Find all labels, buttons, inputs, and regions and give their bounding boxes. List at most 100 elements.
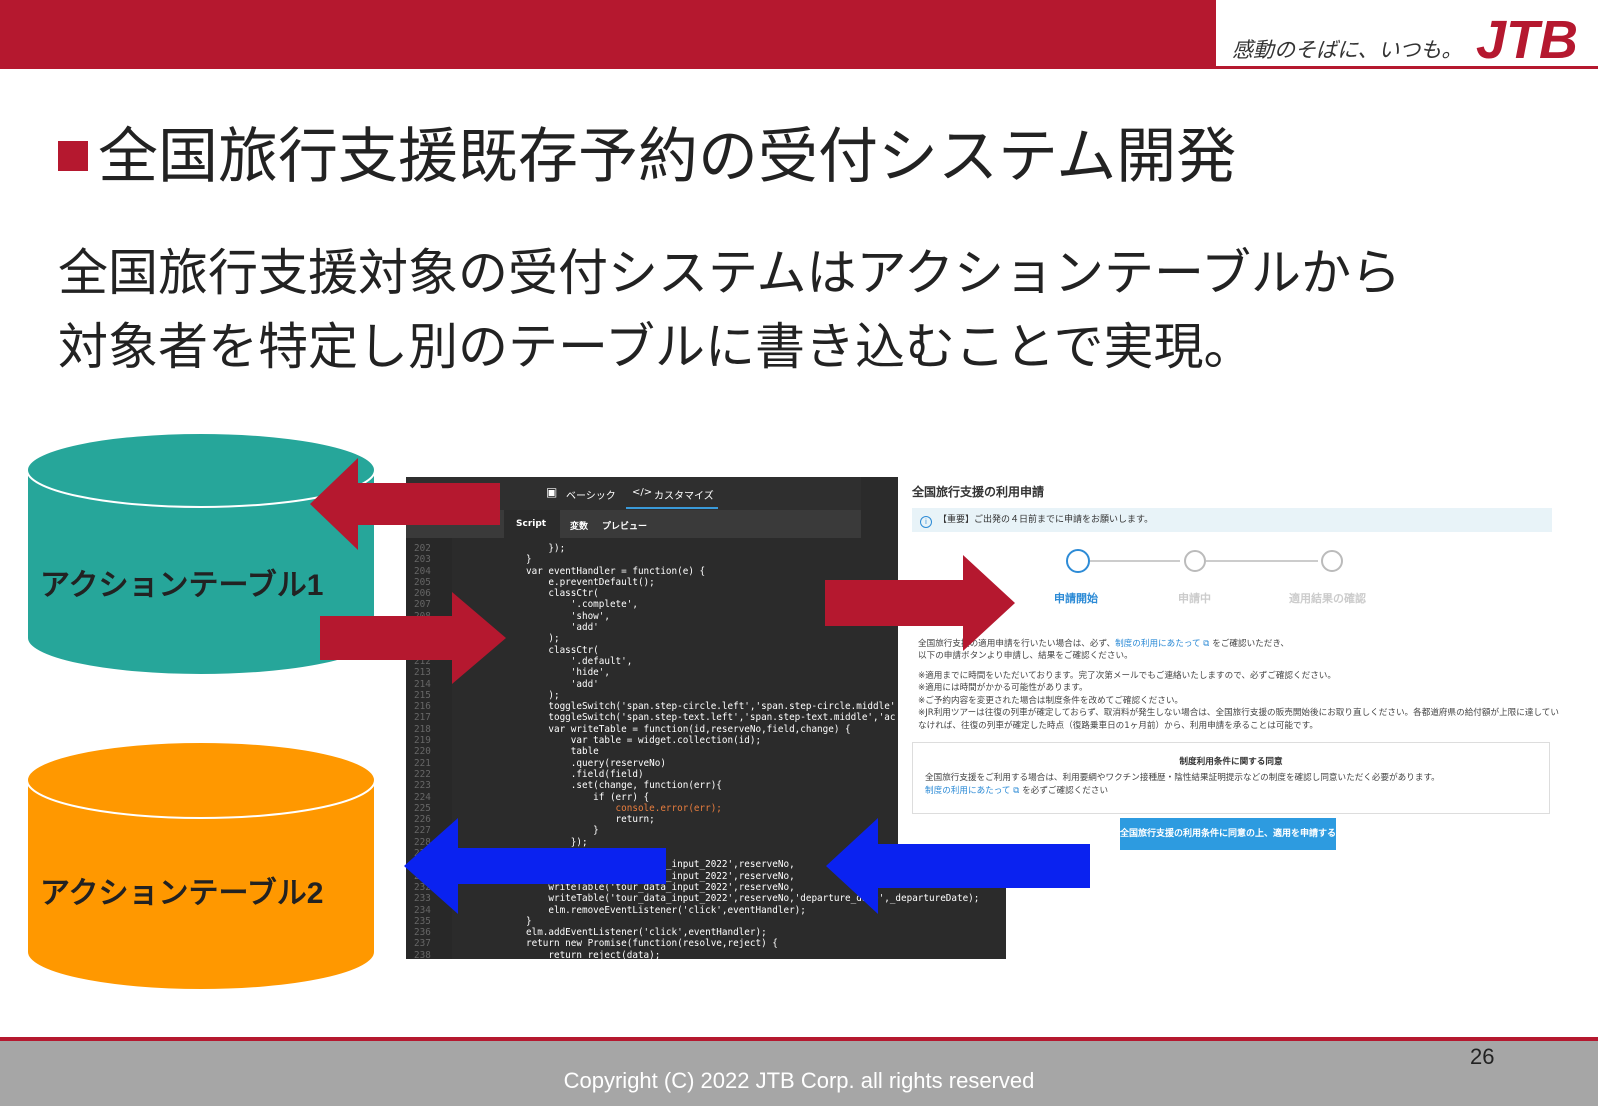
apply-button[interactable]: 全国旅行支援の利用条件に同意の上、適用を申請する	[1120, 818, 1336, 850]
footer-bar	[0, 1041, 1598, 1106]
line-number: 218	[414, 723, 431, 735]
body-line-1: 全国旅行支援対象の受付システムはアクションテーブルから	[58, 244, 1401, 302]
header-bar	[0, 0, 1216, 66]
line-number: 232	[414, 881, 431, 893]
jtb-logo-text: JTB	[1476, 10, 1578, 66]
copyright: Copyright (C) 2022 JTB Corp. all rights …	[563, 1068, 1035, 1093]
arrow-code-to-table2	[404, 818, 666, 914]
line-number: 233	[414, 893, 431, 905]
line-number: 207	[414, 599, 431, 611]
line-number: 237	[414, 938, 431, 950]
important-notice: i【重要】ご出発の４日前までに申請をお願いします。	[912, 508, 1552, 532]
line-number: 212	[414, 655, 431, 667]
code-line: elm.removeEventListener('click',eventHan…	[526, 904, 806, 916]
title-bullet-icon	[58, 141, 88, 171]
note-item: ※JR利用ツアーは往復の列車が確定しておらず、取消料が発生しない場合は、全国旅行…	[918, 708, 1559, 719]
note-item: なければ、往復の列車が確定した時点（復路乗車日の1ヶ月前）から、利用申請を承るこ…	[918, 720, 1318, 731]
consent-title: 制度利用条件に関する同意	[1179, 757, 1283, 767]
code-line: }	[526, 825, 599, 837]
nav-customize[interactable]: カスタマイズ	[654, 491, 714, 502]
notes: ※適用までに時間をいただいております。完了次第メールでもご連絡いたしますので、必…	[918, 670, 1559, 732]
action-table-1-label: アクションテーブル1	[40, 569, 324, 602]
line-number: 224	[414, 791, 431, 803]
intro-text-a: 全国旅行支援の適用申請を行いたい場合は、必ず、	[918, 639, 1116, 649]
code-line: console.error(err);	[526, 802, 722, 814]
code-line: classCtr(	[526, 588, 599, 600]
nav-basic[interactable]: ベーシック	[566, 491, 616, 502]
code-line: });	[526, 836, 588, 848]
action-table-1-cylinder	[26, 432, 376, 676]
code-line: }	[526, 915, 532, 927]
line-number: 220	[414, 746, 431, 758]
line-number: 238	[414, 949, 431, 959]
code-line: }	[526, 554, 532, 566]
consent-system-usage-link[interactable]: 制度の利用にあたって	[925, 786, 1011, 796]
code-line: 'show',	[526, 610, 610, 622]
line-number: 235	[414, 915, 431, 927]
code-line: writeTable('tour_data_input_2022',reserv…	[526, 881, 795, 893]
action-table-2-cylinder	[26, 741, 376, 991]
line-number: 204	[414, 565, 431, 577]
code-source[interactable]: });}var eventHandler = function(e) { e.p…	[526, 543, 979, 959]
code-line: '.complete',	[526, 599, 638, 611]
note-item: ※適用には時間がかかる可能性があります。	[918, 683, 1088, 694]
header-rule	[0, 66, 1598, 69]
step-connector-1	[1090, 560, 1180, 562]
brand-slogan: 感動のそばに、いつも。	[1232, 38, 1463, 62]
code-line: );	[526, 689, 560, 701]
line-number: 216	[414, 701, 431, 713]
action-table-2-label: アクションテーブル2	[40, 877, 324, 910]
code-line: elm.addEventListener('click',eventHandle…	[526, 927, 767, 939]
consent-link-row: 制度の利用にあたって ⧉ を必ずご確認ください	[925, 784, 1108, 796]
external-link-icon: ⧉	[1200, 639, 1213, 649]
arrow-table1-to-code	[320, 592, 506, 684]
step-label-start: 申請開始	[1054, 592, 1098, 605]
line-number: 203	[414, 554, 431, 566]
line-number: 219	[414, 735, 431, 747]
notice-text: 【重要】ご出発の４日前までに申請をお願いします。	[938, 515, 1154, 525]
line-number: 223	[414, 780, 431, 792]
line-number: 222	[414, 768, 431, 780]
step-label-result: 適用結果の確認	[1289, 592, 1366, 605]
line-number: 226	[414, 814, 431, 826]
page-number: 26	[1470, 1044, 1495, 1069]
line-number: 227	[414, 825, 431, 837]
line-number: 214	[414, 678, 431, 690]
code-icon: </>	[632, 487, 653, 498]
code-line: .set(change, function(err){	[526, 780, 722, 792]
line-number: 217	[414, 712, 431, 724]
slide-title-text: 全国旅行支援既存予約の受付システム開発	[98, 122, 1237, 192]
code-line: var writeTable = function(id,reserveNo,f…	[526, 723, 851, 735]
tab-preview[interactable]: プレビュー	[602, 522, 648, 532]
arrow-code-to-table1	[310, 458, 500, 550]
slide-title: 全国旅行支援既存予約の受付システム開発	[58, 108, 1236, 195]
code-line: writeTable('tour_data_input_2022',reserv…	[526, 893, 980, 905]
line-number: 234	[414, 904, 431, 916]
step-circle-start	[1066, 549, 1090, 573]
code-line: return new Promise(function(resolve,reje…	[526, 938, 778, 950]
code-line: e.preventDefault();	[526, 576, 655, 588]
slide-body: 全国旅行支援対象の受付システムはアクションテーブルから 対象者を特定し別のテーブ…	[58, 236, 1401, 384]
intro-text-b: をご確認いただき、	[1212, 639, 1289, 649]
line-number: 215	[414, 689, 431, 701]
step-connector-2	[1206, 560, 1318, 562]
code-line: if (err) {	[526, 791, 650, 803]
code-line: return reject(data);	[526, 949, 661, 959]
tab-vars[interactable]: 変数	[570, 522, 589, 532]
code-line: var eventHandler = function(e) {	[526, 565, 706, 577]
tab-script[interactable]: Script	[516, 519, 547, 529]
step-label-in-progress: 申請中	[1178, 592, 1211, 605]
code-line: );	[526, 633, 560, 645]
application-form: 全国旅行支援の利用申請 i【重要】ご出発の４日前までに申請をお願いします。 申請…	[898, 470, 1559, 880]
code-line: toggleSwitch('span.step-circle.left','sp…	[526, 701, 896, 713]
consent-text: 全国旅行支援をご利用する場合は、利用要綱やワクチン接種歴・陰性結果証明提示などの…	[925, 773, 1440, 783]
code-line: writeTable('tour_data_input_2022',reserv…	[548, 870, 795, 882]
code-line: classCtr(	[526, 644, 599, 656]
form-title: 全国旅行支援の利用申請	[912, 485, 1045, 499]
system-usage-link[interactable]: 制度の利用にあたって	[1115, 639, 1201, 649]
code-line: 'add'	[526, 678, 599, 690]
line-number: 205	[414, 576, 431, 588]
intro-paragraph: 全国旅行支援の適用申請を行いたい場合は、必ず、制度の利用にあたって ⧉ をご確認…	[918, 638, 1289, 663]
note-item: ※ご予約内容を変更された場合は制度条件を改めてご確認ください。	[918, 695, 1184, 706]
code-line: toggleSwitch('span.step-text.left','span…	[526, 712, 896, 724]
